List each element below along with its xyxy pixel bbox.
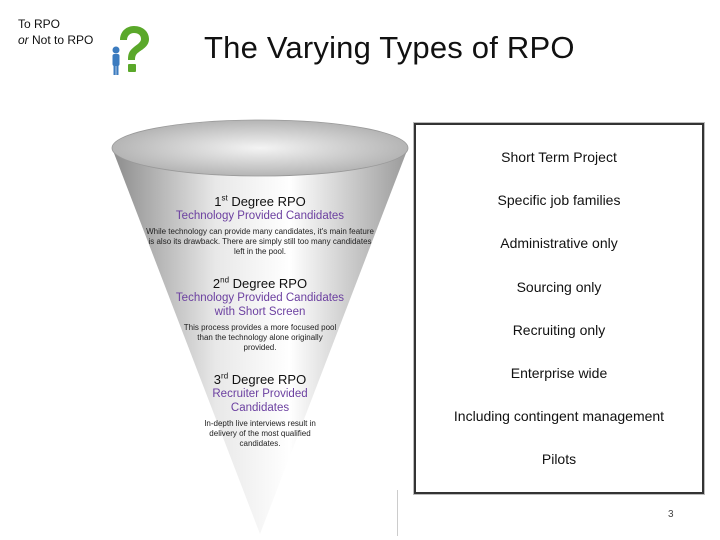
tier-3-subtitle: Recruiter Provided Candidates [212,388,308,414]
tier-2-subtitle: Technology Provided Candidates with Shor… [175,292,345,318]
rpo-type-item: Recruiting only [512,322,606,338]
page-number: 3 [668,509,674,520]
tier-3-heading: 3rd Degree RPO [213,371,307,387]
funnel-shape [111,119,409,534]
tier-2-heading: 2nd Degree RPO [212,275,308,291]
rpo-type-item: Sourcing only [516,279,602,295]
question-mark-person-icon [106,24,154,80]
tier-3-description: In-depth live interviews result in deliv… [204,419,316,448]
rpo-type-item: Specific job families [497,192,621,208]
brand-tagline: To RPO or Not to RPO [18,16,93,48]
slide-title: The Varying Types of RPO [204,30,575,65]
rpo-type-item: Administrative only [500,235,618,251]
tier-1-description: While technology can provide many candid… [146,227,374,256]
tier-1-subtitle: Technology Provided Candidates [175,210,345,222]
rpo-types-panel: Short Term Project Specific job families… [414,123,704,494]
rpo-type-item: Short Term Project [501,149,617,165]
brand-line-2: or Not to RPO [18,32,93,48]
tier-1-heading: 1st Degree RPO [214,193,306,209]
funnel-tier-3: 3rd Degree RPO Recruiter Provided Candid… [198,372,322,449]
funnel-tier-1: 1st Degree RPO Technology Provided Candi… [140,194,380,257]
brand-line-1: To RPO [18,17,61,31]
rpo-funnel-graphic: 1st Degree RPO Technology Provided Candi… [110,118,410,536]
divider [397,490,398,536]
rpo-type-item: Enterprise wide [510,365,608,381]
rpo-type-item: Including contingent management [453,408,665,424]
tier-2-description: This process provides a more focused poo… [183,323,337,352]
funnel-tier-2: 2nd Degree RPO Technology Provided Candi… [172,276,348,353]
brand-or: or [18,33,29,47]
brand-rest: Not to RPO [28,33,94,47]
rpo-type-item: Pilots [541,451,577,467]
